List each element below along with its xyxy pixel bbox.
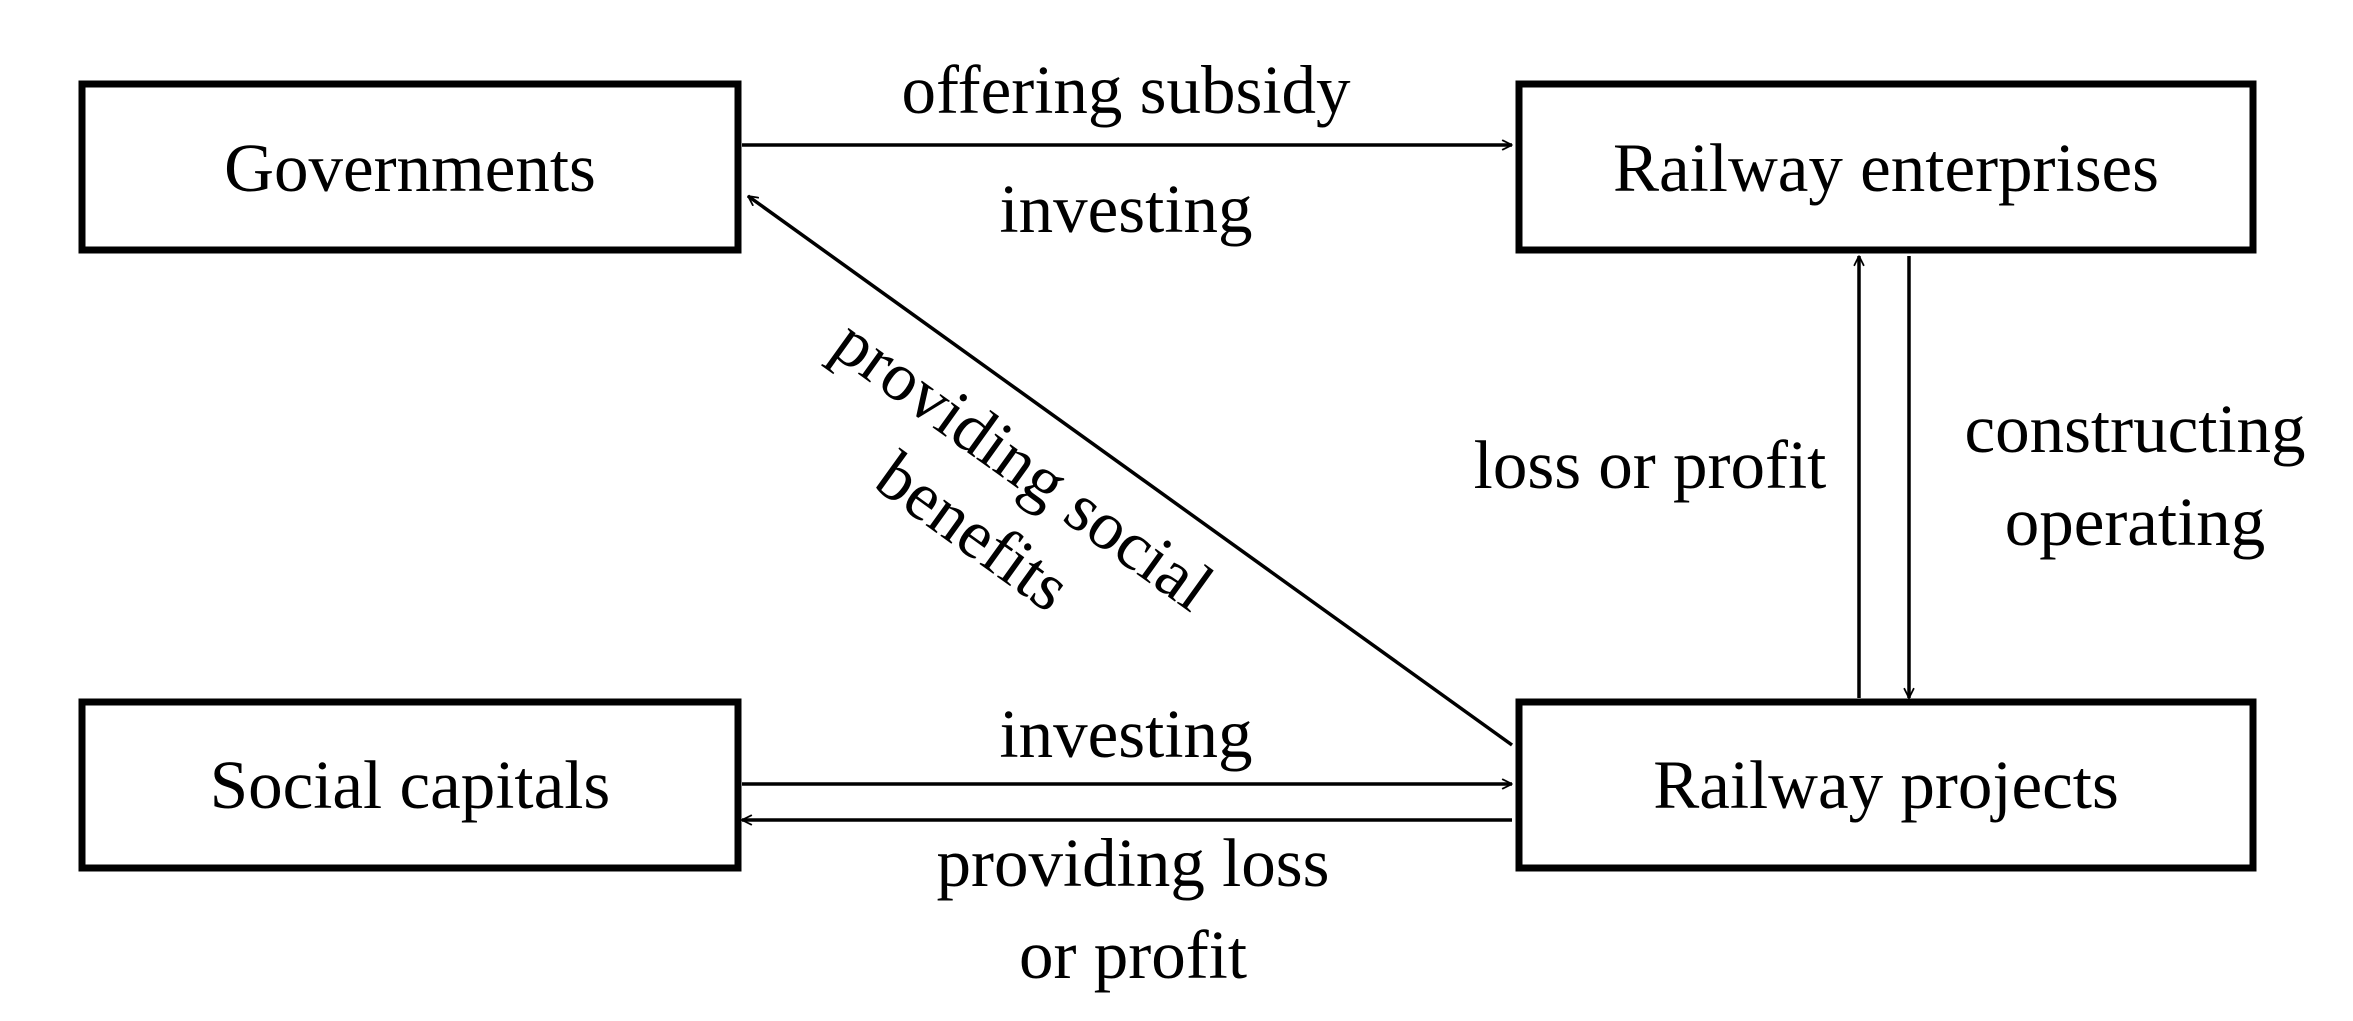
railway-enterprises-box bbox=[1515, 80, 2257, 254]
railway-enterprises-label: Railway enterprises bbox=[1613, 130, 2159, 206]
label-operating: operating bbox=[2005, 484, 2266, 560]
label-investing-social: investing bbox=[1000, 696, 1253, 772]
node-railway-enterprises: Railway enterprises bbox=[1515, 80, 2257, 254]
node-social-capitals: Social capitals bbox=[78, 698, 742, 872]
label-providing-loss: providing loss bbox=[937, 825, 1330, 901]
social-capitals-label: Social capitals bbox=[210, 747, 610, 823]
social-capitals-box bbox=[78, 698, 742, 872]
railway-projects-label: Railway projects bbox=[1653, 747, 2119, 823]
label-investing-gov: investing bbox=[1000, 171, 1253, 247]
railway-projects-box bbox=[1515, 698, 2257, 872]
label-constructing: constructing bbox=[1964, 391, 2305, 467]
node-railway-projects: Railway projects bbox=[1515, 698, 2257, 872]
label-offering-subsidy: offering subsidy bbox=[901, 52, 1351, 128]
label-loss-or-profit: loss or profit bbox=[1474, 427, 1827, 503]
governments-box bbox=[78, 80, 742, 254]
node-governments: Governments bbox=[78, 80, 742, 254]
label-or-profit: or profit bbox=[1019, 917, 1247, 993]
governments-label: Governments bbox=[224, 130, 596, 206]
arrow-projects-to-governments bbox=[748, 194, 1514, 747]
